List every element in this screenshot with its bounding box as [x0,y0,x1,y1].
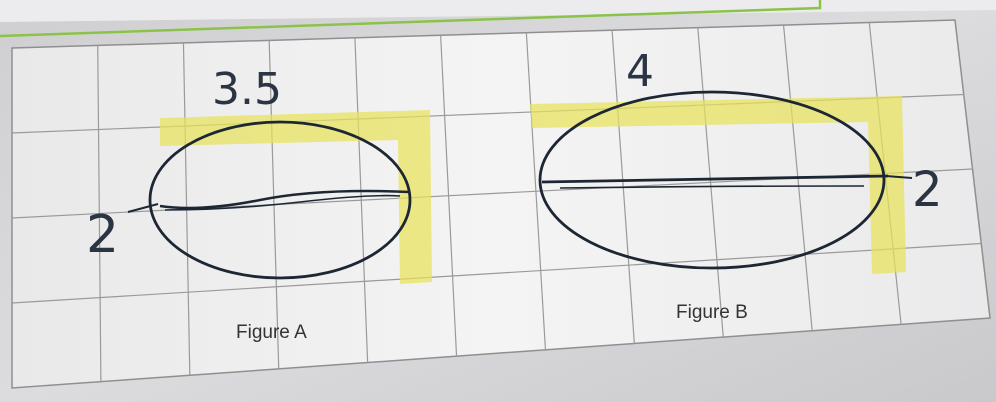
figure-a-diameter-line [159,189,411,210]
grid-horizontal-line [11,242,982,304]
figure-a-caption: Figure A [236,322,307,343]
figure-b-top-measure: 4 [626,46,654,97]
figure-b-side-tick [885,175,913,179]
figure-b-ellipse [538,90,886,270]
figure-a-side-tick [127,203,159,213]
figure-a-diameter-line-2 [164,194,401,211]
page-top-area [0,0,996,22]
figure-a-side-measure: 2 [86,205,119,265]
green-border-line [0,0,822,38]
figure-b-diameter-line-2 [559,185,865,189]
figure-a-top-measure: 3.5 [212,64,282,115]
figure-b-side-measure: 2 [912,162,943,218]
figure-a-ellipse [148,120,412,280]
figure-a-highlight [160,110,432,284]
figure-b-diameter-line [541,174,889,184]
figure-b-caption: Figure B [676,302,748,323]
figure-b-highlight [530,96,906,274]
